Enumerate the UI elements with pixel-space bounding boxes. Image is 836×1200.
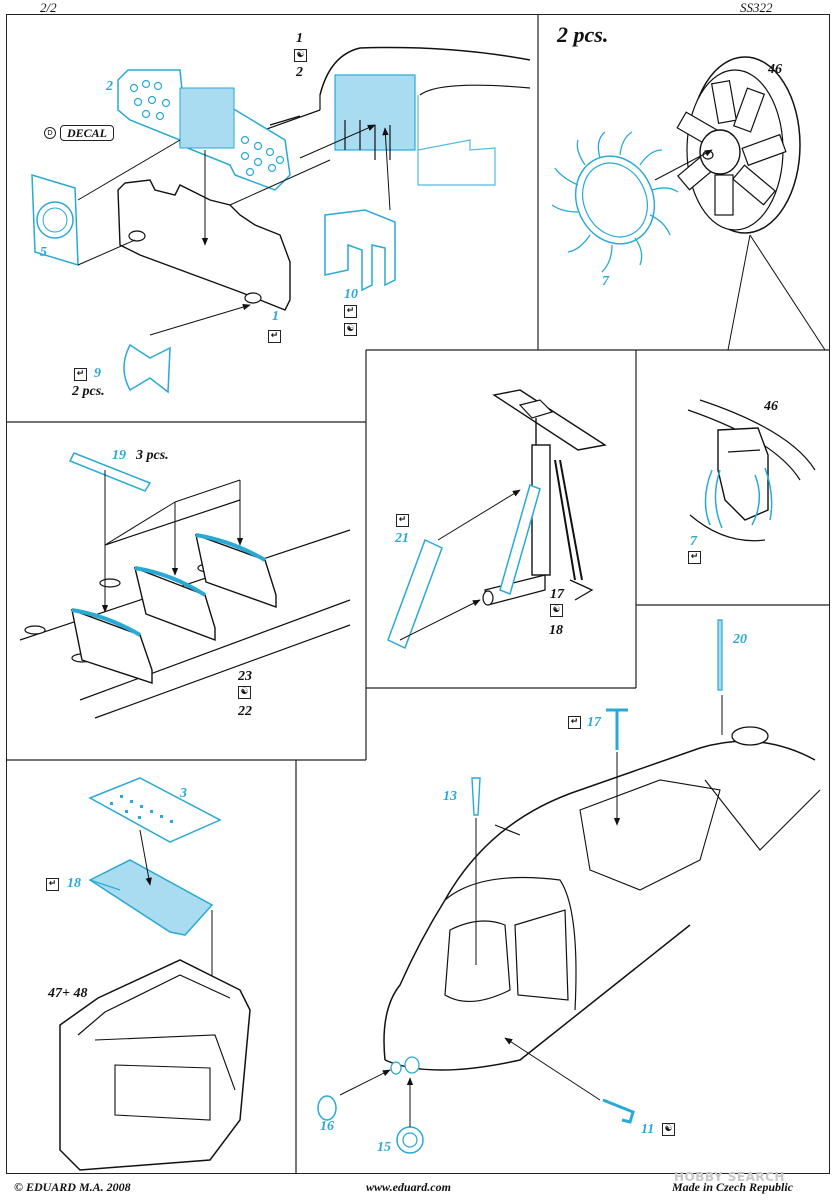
part-label-2-top: 2 [296,65,303,80]
part-label-2: 2 [106,79,113,94]
part-label-23: 23 [238,669,252,684]
part-label-18-panel: 18 [67,876,81,891]
part-label-22: 22 [238,704,252,719]
quantity-label-engine: 2 pcs. [557,22,609,47]
panel-dividers [6,14,830,1174]
seat-floor-assembly [19,452,351,719]
instruction-frame [6,14,830,1174]
decal-icon: D [44,127,56,139]
part-label-19: 19 [112,448,126,463]
instrument-panel-assembly [31,46,531,394]
fold-icon: ↵ [568,716,581,729]
engine-detail [687,399,816,542]
part-label-46-detail: 46 [764,399,778,414]
part-label-3: 3 [180,786,187,801]
part-label-11: 11 [641,1122,655,1137]
remove-part-icon: ☯ [550,604,563,617]
part-label-5: 5 [40,245,47,260]
part-label-47-48: 47+ 48 [48,986,88,1001]
quantity-label-9: 2 pcs. [72,384,105,399]
overhead-panel-assembly [59,777,251,1171]
collective-assembly [387,389,607,650]
part-label-46: 46 [768,62,782,77]
remove-part-icon: ☯ [662,1123,675,1136]
quantity-label-19: 3 pcs. [136,448,169,463]
seats [71,533,277,684]
part-label-10: 10 [344,287,358,302]
part-label-1-bracket: 1 [272,309,279,324]
kit-code: SS322 [740,0,773,15]
decal-callout: D DECAL [44,125,115,141]
copyright: © EDUARD M.A. 2008 [14,1180,131,1194]
fold-icon: ↵ [688,551,701,564]
website: www.eduard.com [366,1180,451,1194]
page-number: 2/2 [40,0,57,15]
fold-icon: ↵ [74,368,87,381]
part-label-15: 15 [377,1140,391,1155]
fold-icon: ↵ [344,305,357,318]
remove-part-icon: ☯ [238,686,251,699]
fold-icon: ↵ [396,514,409,527]
fold-icon: ↵ [46,878,59,891]
part-label-18: 18 [549,623,563,638]
part-label-7: 7 [602,274,609,289]
part-label-13: 13 [443,789,457,804]
part-label-21: 21 [395,531,409,546]
made-in: Made in Czech Republic [672,1180,794,1194]
fuselage-nose-assembly [317,619,821,1154]
part-label-17: 17 [550,587,564,602]
decal-badge: DECAL [60,125,115,141]
part-label-20: 20 [733,632,747,647]
engine-assembly [551,56,826,351]
remove-part-icon: ☯ [294,49,307,62]
fold-icon: ↵ [268,330,281,343]
part-label-1-top: 1 [296,31,303,46]
part-label-17-antenna: 17 [587,715,601,730]
part-label-9: 9 [94,366,101,381]
part-label-16: 16 [320,1119,334,1134]
part-label-7-detail: 7 [690,534,697,549]
watermark: HOBBY SEARCH [674,1170,785,1184]
remove-part-icon: ☯ [344,323,357,336]
